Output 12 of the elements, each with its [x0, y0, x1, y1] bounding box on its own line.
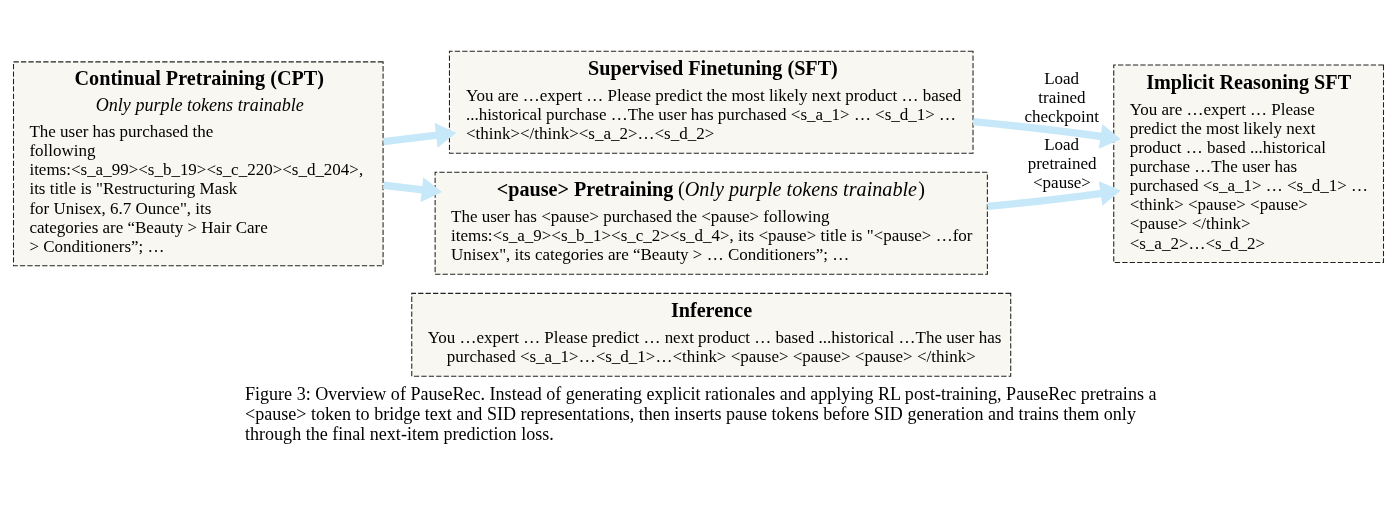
arrow	[382, 122, 457, 148]
node-box: <pause> Pretraining (Only purple tokens trainable) The user has <pause> purchased the <pause> following items:<s_a_9><s_b_1><s_c_2><s_d_4>, its <pause> title is "<pause> …for Unisex", its categories are “Beauty > … Conditioners”; …	[434, 171, 988, 275]
arrow	[987, 181, 1121, 211]
arrow	[382, 177, 443, 203]
node-box: Continual Pretraining (CPT) Only purple tokens trainable The user has purchased the following items:<s_a_99><s_b_19><s_c_220><s_d_204>, its title is "Restructuring Mask for Unisex, 6.7 Ounce", its categories are “Beauty > Hair Care > Conditioners”; …	[12, 61, 384, 267]
edge-label: Load pretrained <pause>	[1027, 134, 1097, 193]
edge-label: Load trained checkpoint	[1024, 68, 1100, 127]
caption: Figure 3: Overview of PauseRec. Instead of generating explicit rationales and applying RL post-training, PauseRec pretrains a <pause> token to bridge text and SID representations, then inserts pause tokens before SID generation and trains them only through the final next-item prediction loss.	[245, 383, 1157, 445]
node-box: Supervised Finetuning (SFT) You are …expert … Please predict the most likely next product … based ...historical purchase …The user has purchased <s_a_1> … <s_d_1> … <think></think><s_a_2>…<s_d_2>	[448, 50, 974, 154]
node-box: Implicit Reasoning SFT You are …expert … Please predict the most likely next product … based ...historical purchase …The user has purchased <s_a_1> … <s_d_1> … <think> <pause> <pause> <pause> </think> <s_a_2>…<s_d_2>	[1113, 64, 1385, 264]
arrow	[973, 117, 1121, 149]
node-box: Inference You …expert … Please predict … next product … based ...historical …The user has purchased <s_a_1>…<s_d_1>…<think> <pause> <pause> <pause> </think>	[411, 292, 1012, 377]
